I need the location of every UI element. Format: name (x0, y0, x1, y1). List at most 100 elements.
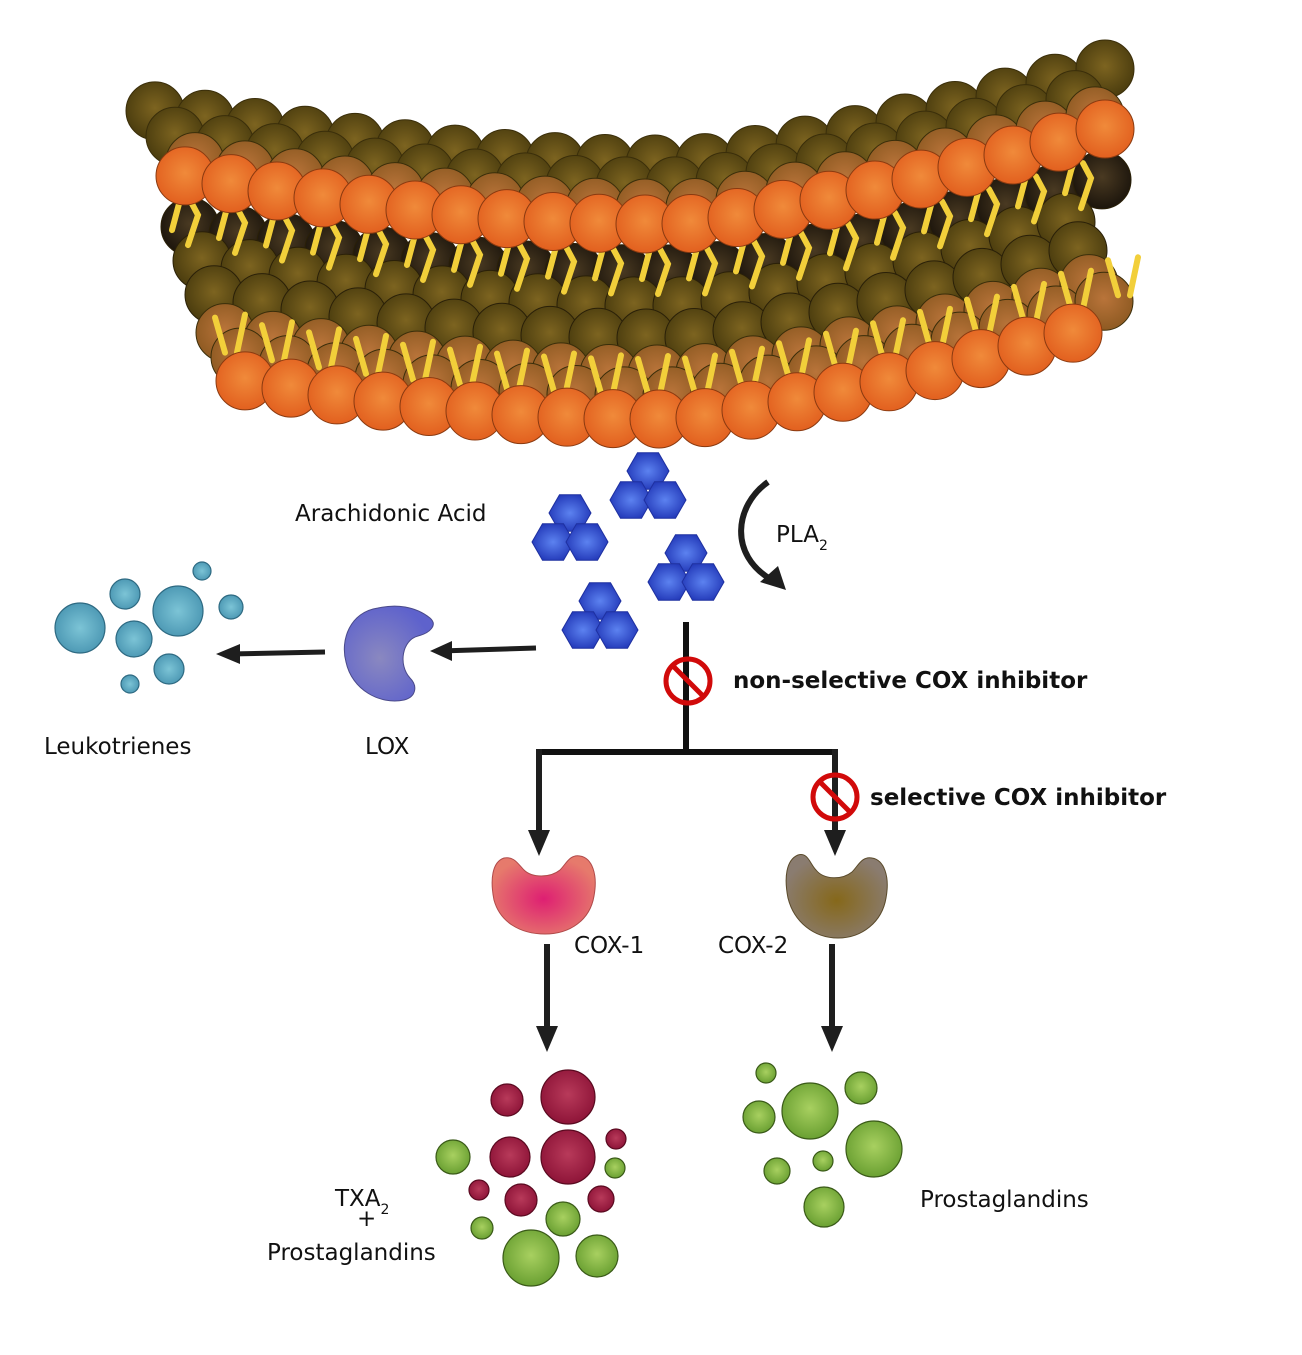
leukotrienes-label: Leukotrienes (44, 734, 191, 760)
lipid-tail (259, 319, 295, 364)
hexagon (643, 481, 687, 519)
leukotrienes-molecules (54, 561, 244, 694)
lipid-tail (306, 326, 342, 371)
lipid-tail (729, 345, 765, 390)
prostaglandin-molecule (742, 1100, 776, 1134)
phospholipid-head (1043, 303, 1103, 363)
txa2-molecule (504, 1183, 538, 1217)
lipid-tail (682, 352, 718, 397)
prostaglandin-molecule (575, 1234, 619, 1278)
cox1-enzyme-icon (491, 855, 596, 935)
lipid-tail (310, 219, 343, 271)
non-selective-inhibitor-label: non-selective COX inhibitor (733, 668, 1088, 694)
lipid-tail (1105, 254, 1141, 299)
leukotriene-molecule (192, 561, 212, 581)
prostaglandin-molecule (470, 1216, 494, 1240)
prostaglandin-molecule (803, 1186, 845, 1228)
prostaglandin-molecule (844, 1071, 878, 1105)
prostaglandin-molecule (502, 1229, 560, 1287)
hexagon (531, 523, 575, 561)
prostaglandin-molecule (604, 1157, 626, 1179)
hexagon (561, 611, 605, 649)
arrow-to-lox (430, 641, 537, 661)
lipid-tail (357, 226, 390, 278)
prostaglandin-molecule (545, 1201, 581, 1237)
prostaglandin-molecule (755, 1062, 777, 1084)
leukotriene-molecule (109, 578, 141, 610)
txa2-molecule (489, 1136, 531, 1178)
cox2-label: COX-2 (718, 933, 788, 959)
lipid-tail (541, 350, 577, 395)
lipid-tail (870, 317, 906, 362)
hexagon (595, 611, 639, 649)
lipid-tail (169, 197, 202, 249)
cox1-label: COX-1 (574, 933, 644, 959)
prostaglandins-left-label: Prostaglandins (267, 1240, 436, 1266)
plus-label: + (357, 1206, 376, 1232)
lipid-tail (498, 240, 531, 292)
prostaglandin-molecule (812, 1150, 834, 1172)
arachidonic-acid-cluster (609, 452, 687, 519)
lipid-tail (1011, 280, 1047, 325)
lipid-tail (404, 231, 437, 283)
lipid-tail (635, 352, 671, 397)
lipid-tail (400, 338, 436, 383)
txa2-molecule (490, 1083, 524, 1117)
lipid-tail (964, 293, 1000, 338)
pla2-label: PLA2 (776, 522, 828, 554)
arachidonic-acid-cluster (647, 534, 725, 601)
txa2-molecule (540, 1129, 596, 1185)
lipid-tail (447, 343, 483, 388)
txa2-prostaglandins-molecules (435, 1069, 627, 1287)
txa2-molecule (587, 1185, 615, 1213)
arrow-to-prostaglandins (821, 944, 843, 1052)
pla2-arrow-icon (738, 479, 786, 590)
arrow-to-leukotrienes (216, 644, 326, 664)
phospholipid-head (1075, 99, 1135, 159)
prostaglandin-molecule (763, 1157, 791, 1185)
selective-inhibitor-icon (810, 772, 860, 822)
phospholipid-bilayer (125, 39, 1141, 449)
prostaglandins-right-label: Prostaglandins (920, 1187, 1089, 1213)
leukotriene-molecule (115, 620, 153, 658)
arachidonic-acid-label: Arachidonic Acid (295, 501, 486, 527)
lipid-tail (588, 352, 624, 397)
cox2-enzyme-icon (785, 854, 888, 939)
leukotriene-molecule (152, 585, 204, 637)
lipid-tail (216, 204, 249, 256)
hexagon (647, 563, 691, 601)
arachidonic-acid-cluster (561, 582, 639, 649)
hexagon (609, 481, 653, 519)
lipid-tail (1058, 267, 1094, 312)
leukotriene-molecule (153, 653, 185, 685)
lipid-tail (545, 243, 578, 295)
lipid-tail (451, 236, 484, 288)
arrow-to-txa2 (536, 944, 558, 1052)
lipid-tail (263, 212, 296, 264)
lipid-tail (592, 245, 625, 297)
hexagon (565, 523, 609, 561)
lox-label: LOX (365, 734, 410, 760)
prostaglandin-molecule (435, 1139, 471, 1175)
leukotriene-molecule (54, 602, 106, 654)
txa2-molecule (540, 1069, 596, 1125)
lipid-tail (639, 246, 672, 297)
arachidonic-acid-cluster (531, 494, 609, 561)
txa2-molecule (605, 1128, 627, 1150)
hexagon (681, 563, 725, 601)
arachidonic-acid-molecules (531, 452, 725, 649)
selective-inhibitor-label: selective COX inhibitor (870, 785, 1167, 811)
leukotriene-molecule (120, 674, 140, 694)
lipid-tail (353, 332, 389, 377)
leukotriene-molecule (218, 594, 244, 620)
txa2-molecule (468, 1179, 490, 1201)
prostaglandins-molecules (742, 1062, 903, 1228)
lipid-tail (494, 347, 530, 392)
lipid-tail (776, 337, 812, 382)
prostaglandin-molecule (781, 1082, 839, 1140)
lox-enzyme-icon (343, 605, 434, 702)
lipid-tail (917, 305, 953, 350)
non-selective-inhibitor-icon (663, 656, 713, 706)
lipid-tail (686, 245, 719, 297)
